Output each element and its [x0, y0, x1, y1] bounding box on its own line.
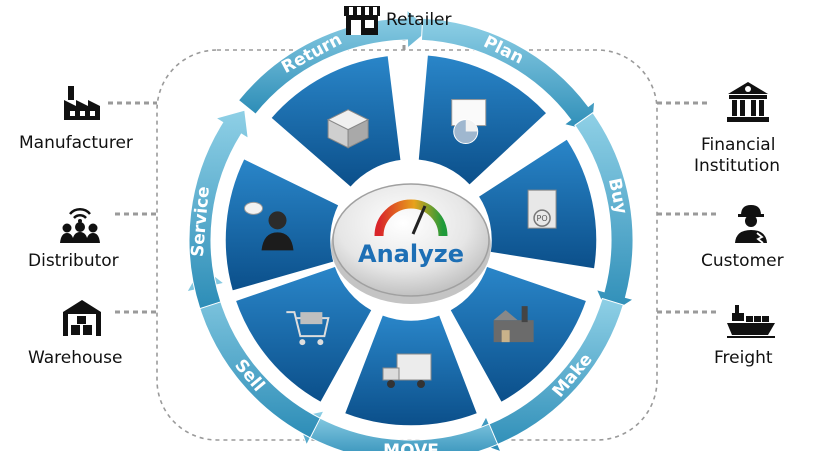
ring-label-move: MOVE	[383, 441, 439, 451]
wedge-sell	[234, 265, 374, 404]
arrow-return	[237, 8, 431, 115]
ring-label-buy: Buy	[604, 176, 631, 216]
support-agent-icon	[244, 201, 294, 251]
warehouse-icon	[62, 298, 102, 338]
purchase-order-icon: PO	[527, 189, 557, 229]
retailer-label: Retailer	[386, 10, 452, 30]
dashed-frame	[156, 49, 658, 441]
warehouse-label: Warehouse	[28, 348, 123, 368]
storefront-icon	[343, 4, 381, 36]
svg-text:PO: PO	[537, 214, 548, 223]
analyze-label: Analyze	[358, 240, 464, 268]
bank-icon	[725, 80, 771, 124]
factory-icon	[62, 84, 104, 122]
gauge-needle	[411, 205, 427, 235]
financial-label-line1: Financial	[701, 135, 776, 155]
boxes-icon	[326, 109, 370, 149]
arrow-service	[188, 109, 249, 310]
arrow-move	[295, 410, 499, 455]
charts-icon	[451, 99, 487, 145]
manufacturer-label: Manufacturer	[19, 133, 133, 153]
factory-icon	[493, 306, 534, 343]
arrow-buy	[574, 111, 635, 317]
truck-icon	[382, 353, 432, 388]
shopping-cart-icon	[286, 311, 330, 346]
gauge-icon	[374, 199, 448, 237]
customer-label: Customer	[701, 251, 784, 271]
center-disc	[332, 183, 490, 297]
arrow-plan	[420, 17, 596, 132]
financial-label-line2: Institution	[694, 156, 781, 176]
person-icon	[732, 203, 770, 245]
freight-label: Freight	[714, 348, 773, 368]
arrow-sell	[185, 264, 321, 439]
distributor-label: Distributor	[28, 251, 119, 271]
people-signal-icon	[57, 204, 103, 244]
ship-icon	[726, 303, 776, 339]
